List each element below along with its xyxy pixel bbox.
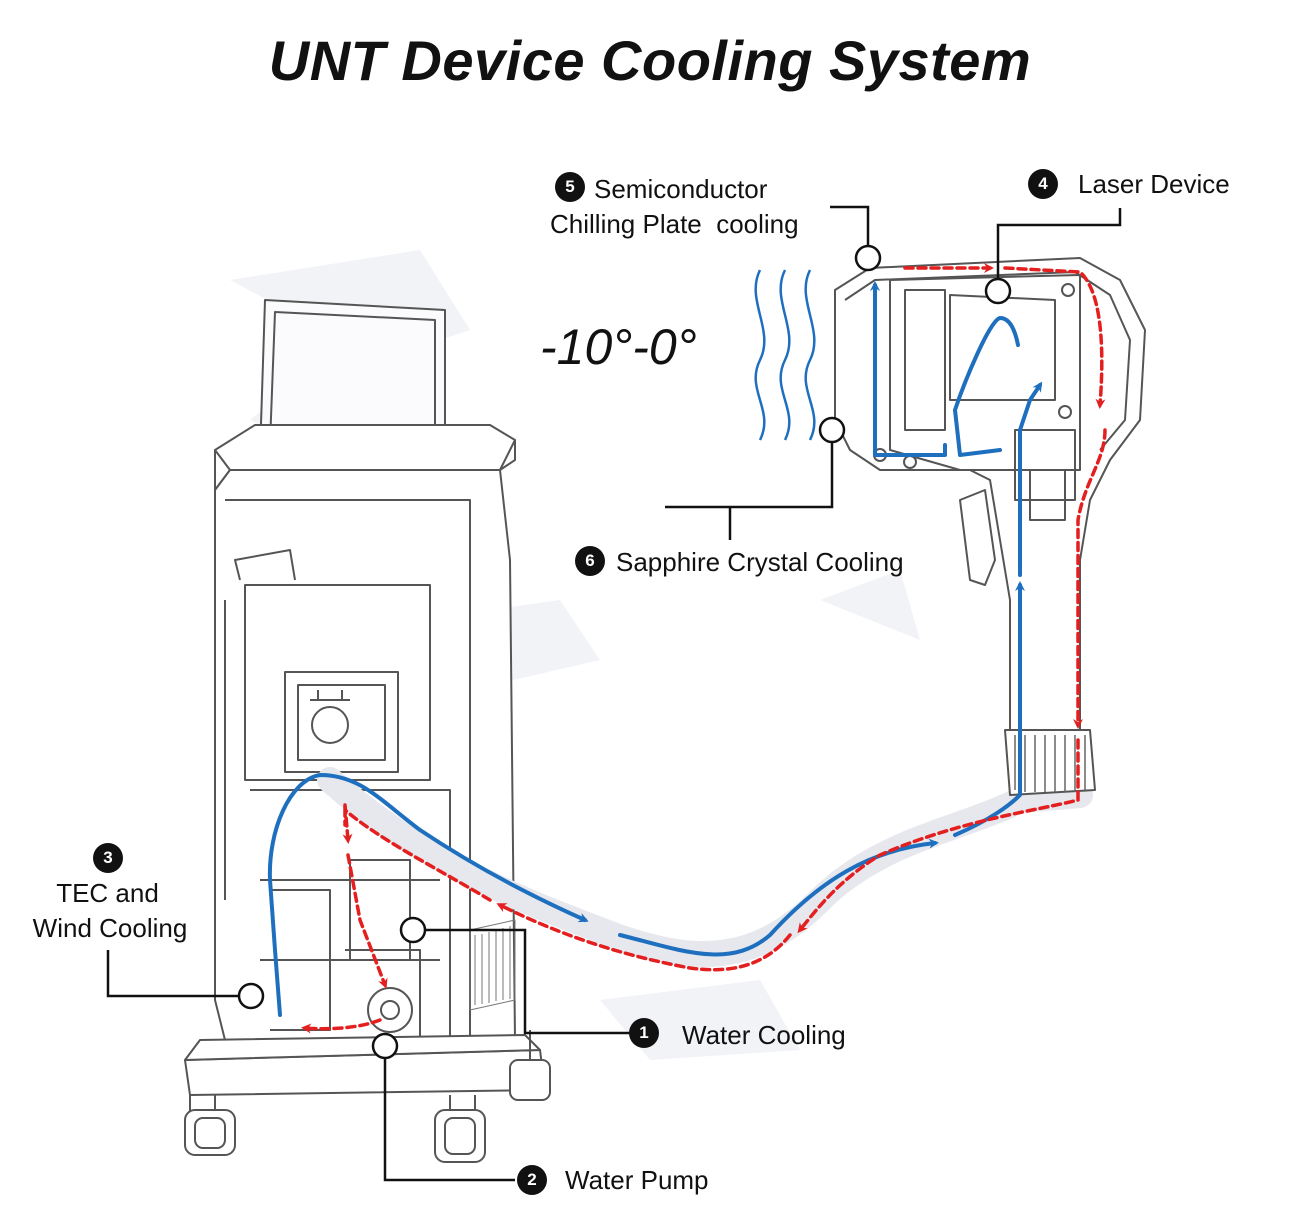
- cooling-waves-icon: [754, 269, 816, 441]
- label-tec-line2: Wind Cooling: [32, 913, 188, 943]
- callout-nodes: [237, 244, 1012, 1060]
- label-sapphire-cooling: Sapphire Crystal Cooling: [616, 547, 904, 577]
- label-semiconductor-line2: Chilling Plate cooling: [550, 209, 799, 239]
- label-semiconductor-line1: Semiconductor: [594, 174, 768, 204]
- node-sapphire: [818, 416, 846, 444]
- cart-machine-illustration: [184, 299, 551, 1163]
- badge-3: 3: [93, 843, 123, 873]
- label-tec-line1: TEC and: [56, 878, 159, 908]
- warm-flow-lines: [301, 263, 1107, 1034]
- handpiece-illustration: [834, 257, 1146, 796]
- badge-2: 2: [517, 1165, 547, 1195]
- node-water-cooling: [399, 916, 427, 944]
- badge-4: 4: [1028, 169, 1058, 199]
- badge-5: 5: [555, 172, 585, 202]
- node-water-pump: [371, 1032, 399, 1060]
- temperature-range-label: -10°-0°: [540, 319, 697, 375]
- label-water-pump: Water Pump: [565, 1165, 709, 1195]
- node-laser: [984, 277, 1012, 305]
- callout-lines: [106, 205, 1122, 1182]
- label-water-cooling: Water Cooling: [682, 1020, 846, 1050]
- node-semiconductor: [854, 244, 882, 272]
- diagram-title: UNT Device Cooling System: [268, 29, 1032, 92]
- badge-6: 6: [575, 546, 605, 576]
- badge-1: 1: [629, 1018, 659, 1048]
- label-laser-device: Laser Device: [1078, 169, 1230, 199]
- node-tec: [237, 982, 265, 1010]
